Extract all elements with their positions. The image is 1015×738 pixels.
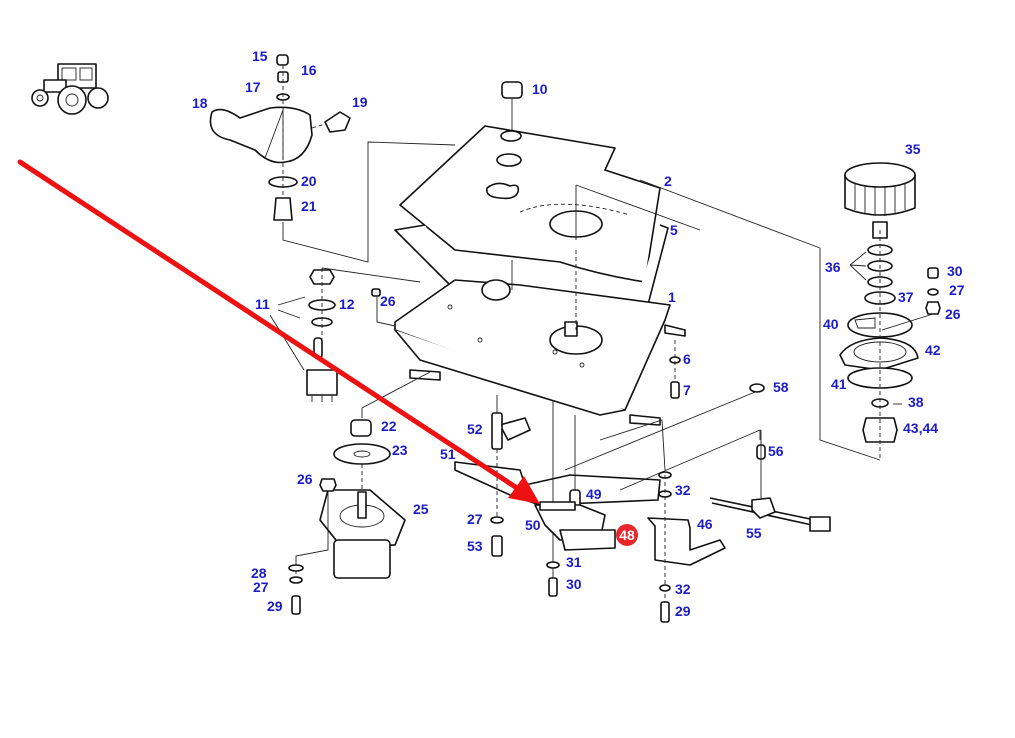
label-32-top: 32 <box>675 482 691 498</box>
knob-assembly-left <box>209 54 456 263</box>
label-53: 53 <box>467 538 483 554</box>
label-43-44: 43,44 <box>903 420 938 436</box>
label-50: 50 <box>525 517 541 533</box>
label-51: 51 <box>440 446 456 462</box>
microswitch-assembly <box>534 489 616 597</box>
part-10 <box>501 81 523 99</box>
label-40: 40 <box>823 316 839 332</box>
part-21 <box>273 197 293 221</box>
label-21: 21 <box>301 198 317 214</box>
part-52 <box>491 412 503 450</box>
part-18 <box>209 106 313 164</box>
part-30-knob <box>927 267 939 279</box>
part-42 <box>839 337 919 371</box>
label-55: 55 <box>746 525 762 541</box>
tractor-icon <box>31 63 109 115</box>
label-42: 42 <box>925 342 941 358</box>
label-20: 20 <box>301 173 317 189</box>
label-27-bracket: 27 <box>467 511 483 527</box>
label-19: 19 <box>352 94 368 110</box>
knob-assembly-right <box>639 162 941 461</box>
part-31 <box>546 561 560 569</box>
base-plate <box>394 250 686 426</box>
cable-assembly <box>709 383 831 532</box>
label-25: 25 <box>413 501 429 517</box>
part-25 <box>333 539 391 579</box>
label-26-knob: 26 <box>945 306 961 322</box>
label-41: 41 <box>831 376 847 392</box>
label-6: 6 <box>683 351 691 367</box>
part-29-bracket <box>660 601 670 623</box>
label-58: 58 <box>773 379 789 395</box>
part-29-motor <box>291 595 301 615</box>
label-28: 28 <box>251 565 267 581</box>
label-35: 35 <box>905 141 921 157</box>
panel-plate <box>399 81 701 283</box>
wire-rod <box>394 224 466 301</box>
label-52: 52 <box>467 421 483 437</box>
part-11 <box>306 369 338 396</box>
label-29-motor: 29 <box>267 598 283 614</box>
part-15 <box>276 54 289 66</box>
part-27-knob <box>927 288 939 296</box>
highlight-arrow <box>17 159 540 504</box>
label-37: 37 <box>898 289 914 305</box>
label-18: 18 <box>192 95 208 111</box>
label-16: 16 <box>301 62 317 78</box>
part-26-top <box>371 288 381 297</box>
label-30-knob: 30 <box>947 263 963 279</box>
part-51 <box>454 461 661 506</box>
part-30-switch <box>548 577 558 597</box>
label-29-bracket: 29 <box>675 603 691 619</box>
part-28 <box>288 564 304 572</box>
label-32-bottom: 32 <box>675 581 691 597</box>
label-1: 1 <box>668 289 676 305</box>
label-5: 5 <box>670 222 678 238</box>
label-46: 46 <box>697 516 713 532</box>
part-22 <box>350 419 372 437</box>
toggle-switch-assembly <box>269 267 421 402</box>
motor-assembly <box>288 371 431 615</box>
part-46 <box>647 517 726 566</box>
part-58 <box>749 383 765 393</box>
label-11: 11 <box>255 296 270 312</box>
label-10: 10 <box>532 81 548 97</box>
label-31: 31 <box>566 554 582 570</box>
label-22: 22 <box>381 418 397 434</box>
label-36: 36 <box>825 259 841 275</box>
label-30-switch: 30 <box>566 576 582 592</box>
part-27-bracket <box>490 516 504 524</box>
part-7 <box>670 381 680 399</box>
part-labels: 15 16 17 18 19 20 21 10 2 5 1 6 7 11 12 … <box>192 48 965 619</box>
part-2-plate <box>399 125 661 283</box>
bracket-46-assembly <box>564 389 761 623</box>
part-53 <box>491 535 503 557</box>
label-23: 23 <box>392 442 408 458</box>
label-27-motor: 27 <box>253 579 269 595</box>
label-49: 49 <box>586 486 602 502</box>
label-27-knob: 27 <box>949 282 965 298</box>
part-48 <box>559 529 616 551</box>
bracket-51-assembly <box>454 395 661 590</box>
part-23 <box>333 443 391 465</box>
label-2: 2 <box>664 173 672 189</box>
part-55 <box>751 497 776 519</box>
label-17: 17 <box>245 79 261 95</box>
highlight-label-48: 48 <box>619 527 635 543</box>
label-7: 7 <box>683 382 691 398</box>
label-26-top: 26 <box>380 293 396 309</box>
label-56: 56 <box>768 443 784 459</box>
part-19 <box>324 111 351 133</box>
label-15: 15 <box>252 48 268 64</box>
label-12: 12 <box>339 296 355 312</box>
part-32-bottom <box>659 584 671 592</box>
label-26-motor: 26 <box>297 471 313 487</box>
part-26-motor <box>319 478 337 492</box>
part-27-motor <box>289 576 303 584</box>
part-26-knob <box>925 301 941 315</box>
label-38: 38 <box>908 394 924 410</box>
highlighted-part-badge[interactable]: 48 <box>616 524 638 546</box>
